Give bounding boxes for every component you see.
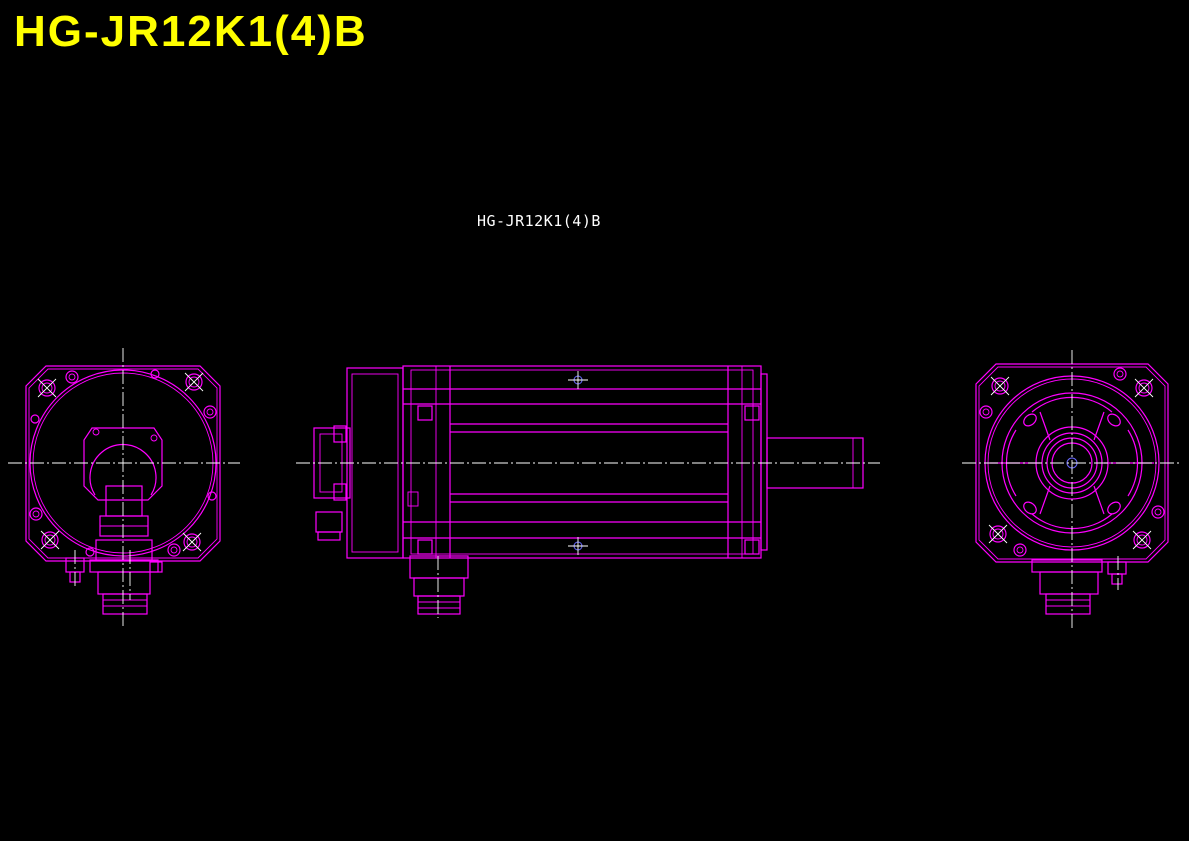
drawing-label: HG-JR12K1(4)B [477,212,601,230]
corner-bolt [182,532,202,552]
front-view [962,350,1180,628]
corner-bolt [40,530,60,550]
corner-bolt [988,524,1008,544]
center-marker [568,537,588,555]
corner-bolt [1132,530,1152,550]
page-title: HG-JR12K1(4)B [14,7,368,56]
corner-bolt [184,372,204,392]
side-view [296,365,880,618]
rear-view [8,348,240,628]
corner-bolt [37,378,57,398]
corner-bolt [990,376,1010,396]
center-marker [568,371,588,389]
corner-bolt [1134,378,1154,398]
